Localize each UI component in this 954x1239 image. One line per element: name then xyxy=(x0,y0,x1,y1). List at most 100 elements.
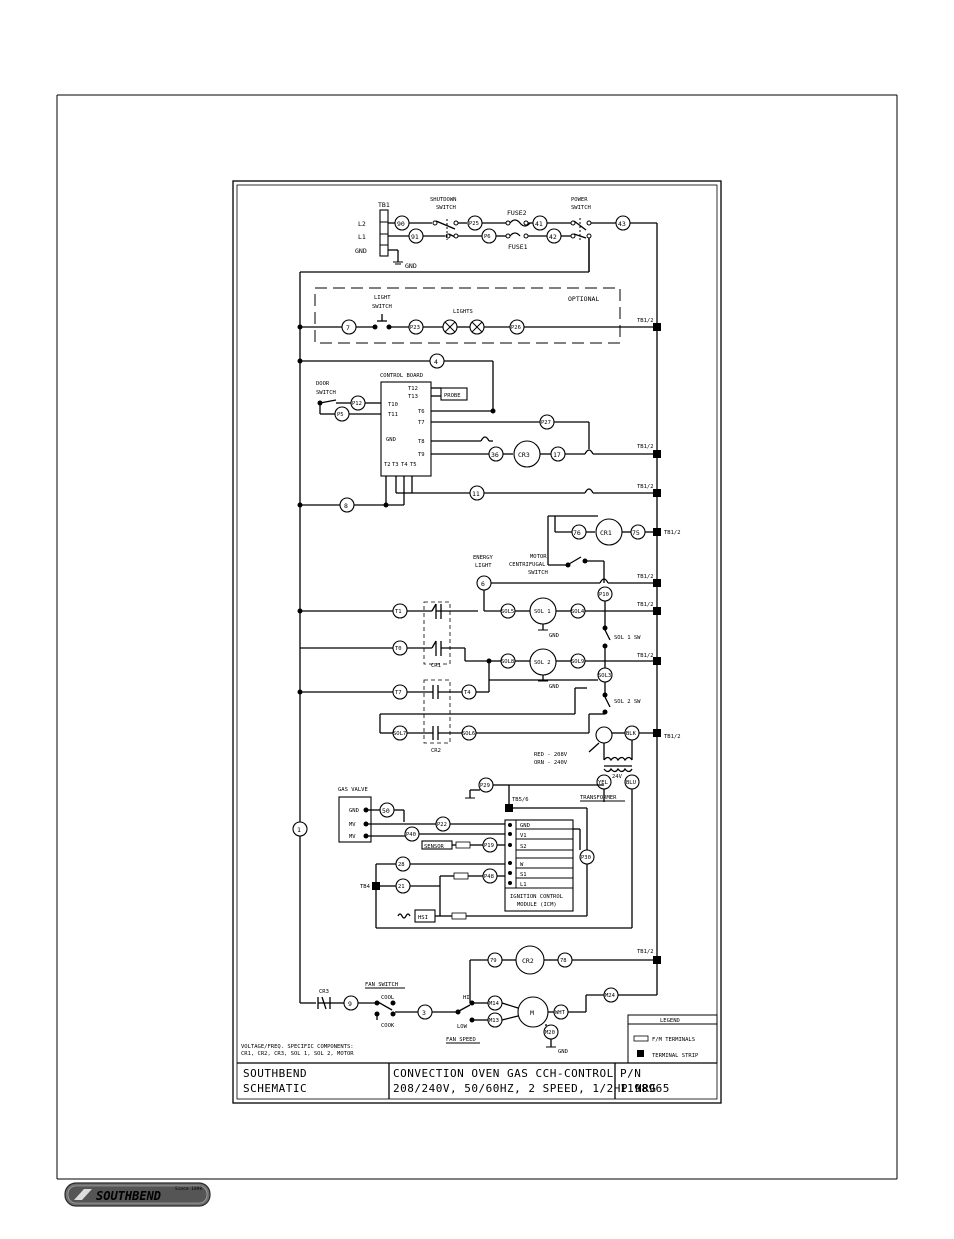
terminal-t2: T2 xyxy=(384,462,391,468)
wire-43: 43 xyxy=(618,220,626,228)
door-switch-label: DOOR xyxy=(316,381,330,387)
wire-sol6: SOL6 xyxy=(462,731,475,737)
terminal-t8: T8 xyxy=(418,439,425,445)
logo-text: SOUTHBEND xyxy=(96,1189,161,1203)
wire-9: 9 xyxy=(348,1000,352,1008)
wire-sol4: SOL4 xyxy=(571,609,585,615)
icm-terminals: GND V1 S2 W S1 L1 xyxy=(508,820,573,888)
tb12-label: TB1/2 xyxy=(637,949,654,955)
motor-label: M xyxy=(530,1009,534,1017)
wire-11: 11 xyxy=(472,490,480,498)
title-kind: SCHEMATIC xyxy=(243,1082,307,1095)
wire-sol9: SOL9 xyxy=(571,659,584,665)
wire-t1: T1 xyxy=(395,609,402,615)
wire-36: 36 xyxy=(491,451,499,459)
control-board-label: CONTROL BOARD xyxy=(380,373,423,379)
cook-label: COOK xyxy=(381,1023,395,1029)
fan-motor-section: 1 79 CR2 78 TB1/2 FAN SWITCH CR3 9 COOL … xyxy=(292,821,661,1055)
probe-box xyxy=(440,387,468,401)
drawing-border xyxy=(232,180,722,1104)
wire-p30: P30 xyxy=(581,855,591,861)
hsi-label: HSI xyxy=(418,915,428,921)
terminal-t4: T4 xyxy=(401,462,408,468)
wire-p10: P10 xyxy=(599,592,609,598)
optional-label: OPTIONAL xyxy=(568,295,599,303)
tb12-label: TB1/2 xyxy=(664,734,681,740)
tb56-label: TB5/6 xyxy=(512,797,529,803)
fuse1-label: FUSE1 xyxy=(508,243,528,251)
wire-m14: M14 xyxy=(489,1001,500,1007)
legend-fm-label: F/M TERMINALS xyxy=(652,1037,695,1043)
tb12-label: TB1/2 xyxy=(637,484,654,490)
wire-76: 76 xyxy=(573,529,581,537)
cr2-contact-label: CR2 xyxy=(431,748,441,754)
wire-17: 17 xyxy=(553,451,561,459)
door-switch-label-2: SWITCH xyxy=(316,390,336,396)
icm-term-l1: L1 xyxy=(520,882,527,888)
wire-blk: BLK xyxy=(626,731,637,737)
title-block: SOUTHBEND SCHEMATIC CONVECTION OVEN GAS … xyxy=(237,1062,717,1099)
control-board-section: 4 CONTROL BOARD T12 T13 PROBE DOOR SWITC… xyxy=(297,238,661,513)
icm-label: IGNITION CONTROL xyxy=(510,894,564,900)
southbend-logo: SOUTHBEND Since 1898 xyxy=(64,1182,211,1207)
wire-79: 79 xyxy=(490,958,497,964)
motor-relay-section: 76 CR1 75 TB1/2 MOTOR CENTRIFUGAL SWITCH… xyxy=(473,515,681,602)
wire-p19: P19 xyxy=(484,843,494,849)
cr1-contact-label: CR1 xyxy=(431,663,441,669)
l1-label: L1 xyxy=(358,233,366,241)
legend-title: LEGEND xyxy=(660,1018,680,1024)
ignition-section: P29 TB5/6 TRANSFORMER GAS VALVE GND MV M… xyxy=(338,777,633,929)
wire-p12: P12 xyxy=(352,401,362,407)
voltage-note: VOLTAGE/FREQ. SPECIFIC COMPONENTS: CR1, … xyxy=(241,1044,354,1057)
board-gnd: GND xyxy=(386,437,396,443)
wire-t4: T4 xyxy=(464,690,471,696)
icm-term-v1: V1 xyxy=(520,833,527,839)
terminal-t11: T11 xyxy=(388,412,398,418)
l2-label: L2 xyxy=(358,220,366,228)
wire-yel: YEL xyxy=(598,780,609,786)
wire-4: 4 xyxy=(434,358,438,366)
terminal-t13: T13 xyxy=(408,394,418,400)
optional-lights-section: OPTIONAL LIGHT SWITCH 7 P23 LIGHTS P26 T… xyxy=(297,287,661,344)
solenoids-section: T1 SOL5 SOL 1 GND SOL4 TB1/2 SOL 1 SW T0 xyxy=(297,590,681,790)
terminal-t12: T12 xyxy=(408,386,418,392)
wire-p23: P23 xyxy=(410,325,420,331)
power-switch-label: POWER xyxy=(571,197,588,203)
logo-mark-icon xyxy=(74,1189,92,1200)
energy-light-icon: 6 xyxy=(476,575,492,591)
fm-terminal-icon xyxy=(633,1035,649,1042)
fan-speed-label: FAN SPEED xyxy=(446,1037,476,1043)
fan-switch-label: FAN SWITCH xyxy=(365,982,398,988)
tb12-label: TB1/2 xyxy=(664,530,681,536)
tb12-label: TB1/2 xyxy=(637,602,654,608)
sol1-label: SOL 1 xyxy=(534,609,551,615)
wire-sol8: SOL8 xyxy=(501,659,514,665)
terminal-t3: T3 xyxy=(392,462,399,468)
gas-valve-mv2: MV xyxy=(349,834,356,840)
gas-valve xyxy=(338,796,372,843)
voltage-note-line-2: CR1, CR2, CR3, SOL 1, SOL 2, MOTOR xyxy=(241,1051,354,1057)
energy-light-label-2: LIGHT xyxy=(475,563,492,569)
wire-p29: P29 xyxy=(480,783,490,789)
title-description-2: 208/240V, 50/60HZ, 2 SPEED, 1/2HP NRG xyxy=(393,1082,657,1095)
tb12-label: TB1/2 xyxy=(637,574,654,580)
wire-p26: P26 xyxy=(511,325,521,331)
wire-6: 6 xyxy=(481,580,485,588)
wire-m13: M13 xyxy=(489,1018,499,1024)
motor-switch-label-3: SWITCH xyxy=(528,570,548,576)
terminal-t5: T5 xyxy=(410,462,417,468)
red-lead-label: RED - 208V xyxy=(534,752,568,758)
wire-t0: T0 xyxy=(395,646,402,652)
wire-p25: P25 xyxy=(469,221,479,227)
icm-term-s2: S2 xyxy=(520,844,527,850)
voltage-note-line-1: VOLTAGE/FREQ. SPECIFIC COMPONENTS: xyxy=(241,1044,354,1050)
sensor-label: SENSOR xyxy=(424,844,445,850)
wire-p48: P48 xyxy=(484,874,494,880)
24v-label: 24V xyxy=(612,774,623,780)
logo-tagline: Since 1898 xyxy=(175,1186,202,1192)
icm-label-2: MODULE (ICM) xyxy=(517,902,557,908)
energy-light-label: ENERGY xyxy=(473,555,494,561)
wire-m20: M20 xyxy=(545,1030,555,1036)
wire-8: 8 xyxy=(344,502,348,510)
